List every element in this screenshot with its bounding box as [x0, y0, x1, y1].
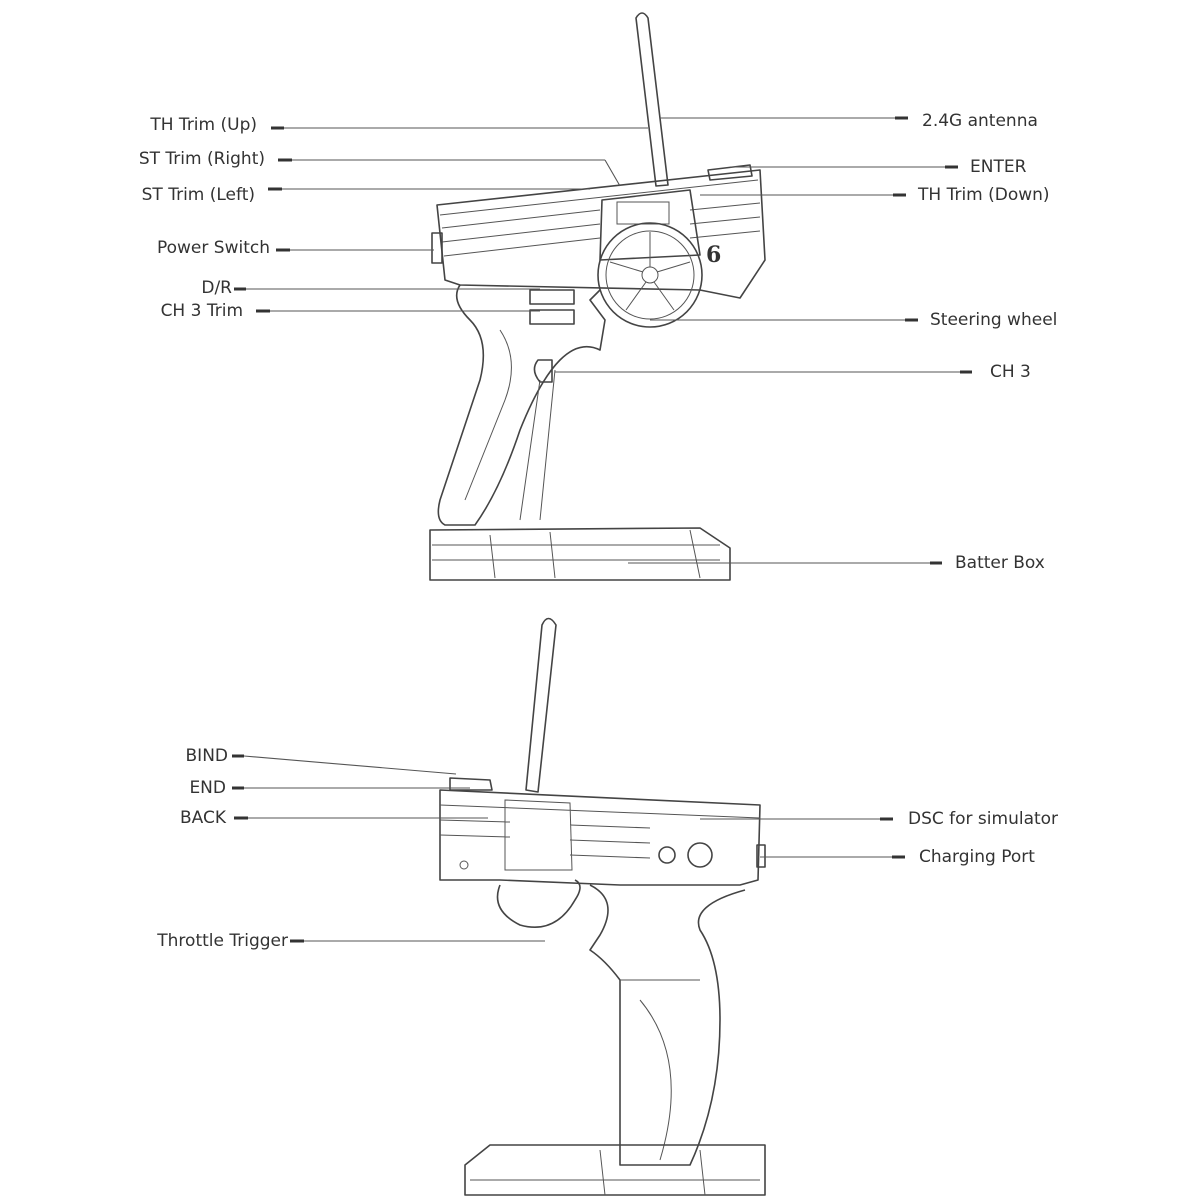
label-ch3: CH 3: [990, 362, 1031, 382]
label-ch3-trim: CH 3 Trim: [160, 301, 243, 321]
rear-grip: [589, 884, 746, 1166]
rear-housing: [439, 789, 761, 886]
label-st-trim-left: ST Trim (Left): [141, 185, 255, 205]
bottom-transmitter-illustration: [439, 617, 766, 1196]
display-panel: [599, 189, 701, 261]
label-th-trim-down: TH Trim (Down): [918, 185, 1050, 205]
label-dsc-simulator: DSC for simulator: [908, 809, 1059, 829]
label-end: END: [189, 778, 226, 798]
antenna-rear: [525, 617, 557, 793]
label-charging-port: Charging Port: [919, 847, 1035, 867]
label-battery-box: Batter Box: [955, 553, 1045, 573]
bind-end-back-buttons: [449, 777, 493, 791]
steering-wheel: [597, 222, 703, 328]
charging-port: [756, 844, 766, 868]
label-power-switch: Power Switch: [156, 238, 270, 258]
label-bind: BIND: [185, 746, 228, 766]
dr-knob: [529, 289, 575, 305]
dsc-port: [658, 846, 676, 864]
label-antenna: 2.4G antenna: [922, 111, 1038, 131]
label-steering-wheel: Steering wheel: [930, 310, 1058, 330]
label-throttle-trigger: Throttle Trigger: [157, 931, 288, 951]
label-th-trim-up: TH Trim (Up): [150, 115, 257, 135]
label-back: BACK: [179, 808, 226, 828]
label-enter: ENTER: [970, 157, 1027, 177]
ch3-trim-knob: [529, 309, 575, 325]
rear-battery-box: [464, 1144, 766, 1196]
brand-logo: 6: [706, 242, 721, 268]
label-dr: D/R: [201, 278, 232, 298]
label-st-trim-right: ST Trim (Right): [138, 149, 265, 169]
antenna: [635, 12, 669, 187]
top-housing: [436, 169, 766, 299]
charging-port-jack: [687, 842, 713, 868]
grip: [437, 284, 606, 526]
top-transmitter-illustration: 6: [429, 12, 766, 581]
throttle-trigger: [496, 879, 581, 929]
battery-box: [429, 527, 731, 581]
leader-lines: [232, 116, 972, 943]
ch3-button: [533, 359, 553, 383]
power-switch: [431, 232, 443, 264]
